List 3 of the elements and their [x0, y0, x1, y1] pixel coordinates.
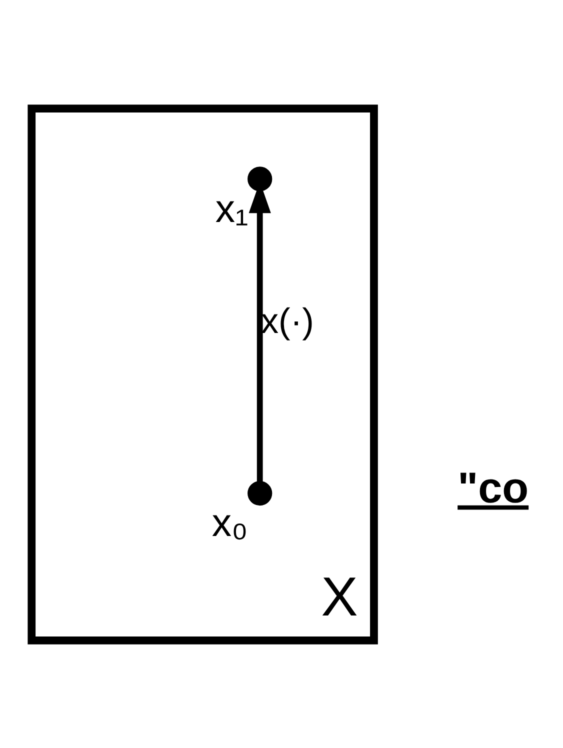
node-label: x₀	[212, 500, 248, 545]
label: "co	[458, 464, 529, 512]
node-label: x₁	[215, 186, 248, 230]
